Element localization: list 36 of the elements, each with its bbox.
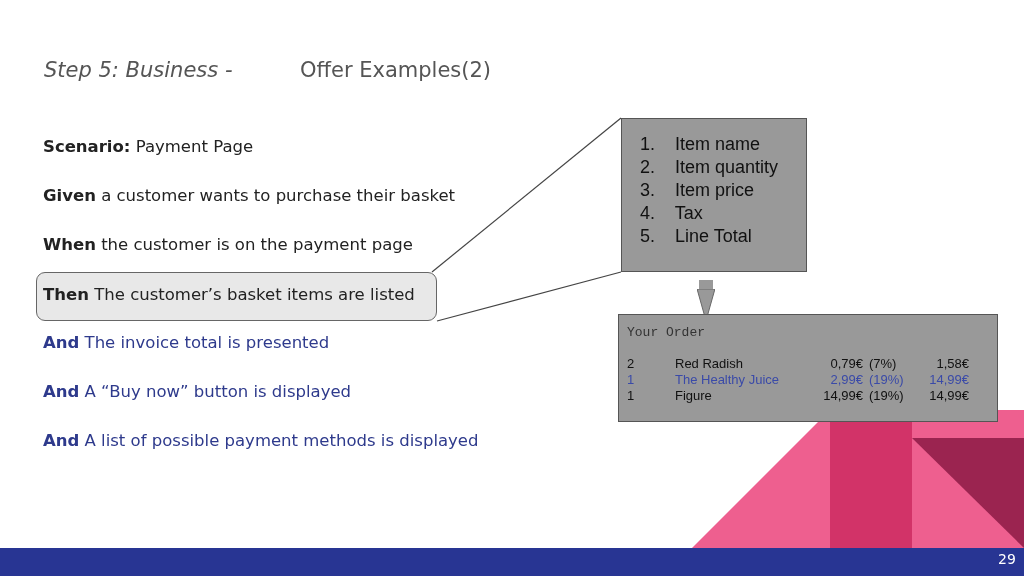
and-line: And A list of possible payment methods is displayed — [43, 431, 479, 450]
table-cell-text: 14,99€ — [928, 372, 969, 387]
scenario-line: Scenario: Payment Page — [43, 137, 254, 156]
table-cell-text: Figure — [675, 388, 713, 403]
table-cell-text: (19%) — [868, 388, 905, 403]
callout-box — [621, 118, 807, 272]
table-heading: Your Order — [627, 325, 706, 340]
list-item: 3. Item price — [640, 179, 756, 202]
table-cell-text: 1,58€ — [935, 356, 969, 371]
list-item: 5. Line Total — [640, 225, 753, 248]
and-line: And A “Buy now” button is displayed — [43, 382, 352, 401]
page-number: 29 — [998, 551, 1016, 567]
list-item: 4. Tax — [640, 202, 704, 225]
table-cell-text: 14,99€ — [928, 388, 969, 403]
list-item: 1. Item name — [640, 133, 762, 156]
table-cell-text: 2,99€ — [829, 372, 863, 387]
table-cell-text: 14,99€ — [822, 388, 863, 403]
table-cell-text: 2 — [627, 356, 636, 371]
table-cell-text: Red Radish — [675, 356, 744, 371]
order-table-box — [618, 314, 998, 422]
given-line: Given a customer wants to purchase their basket — [43, 186, 456, 205]
slide-subtitle: Offer Examples(2) — [300, 58, 492, 82]
when-line: When the customer is on the payment page — [43, 235, 413, 254]
table-cell-text: 1 — [627, 372, 636, 387]
callout-line — [436, 271, 622, 322]
highlighted-step-box — [36, 272, 437, 321]
box-text: Then The customer’s basket items are listed — [43, 285, 416, 304]
table-cell-text: (7%) — [868, 356, 898, 371]
table-cell-text: The Healthy Juice — [675, 372, 781, 387]
table-cell-text: 1 — [627, 388, 636, 403]
table-cell-text: 0,79€ — [829, 356, 863, 371]
table-cell-text: (19%) — [868, 372, 905, 387]
list-item: 2. Item quantity — [640, 156, 780, 179]
and-line: And The invoice total is presented — [43, 333, 330, 352]
callout-line — [431, 117, 622, 273]
slide-title: Step 5: Business - — [44, 58, 233, 82]
